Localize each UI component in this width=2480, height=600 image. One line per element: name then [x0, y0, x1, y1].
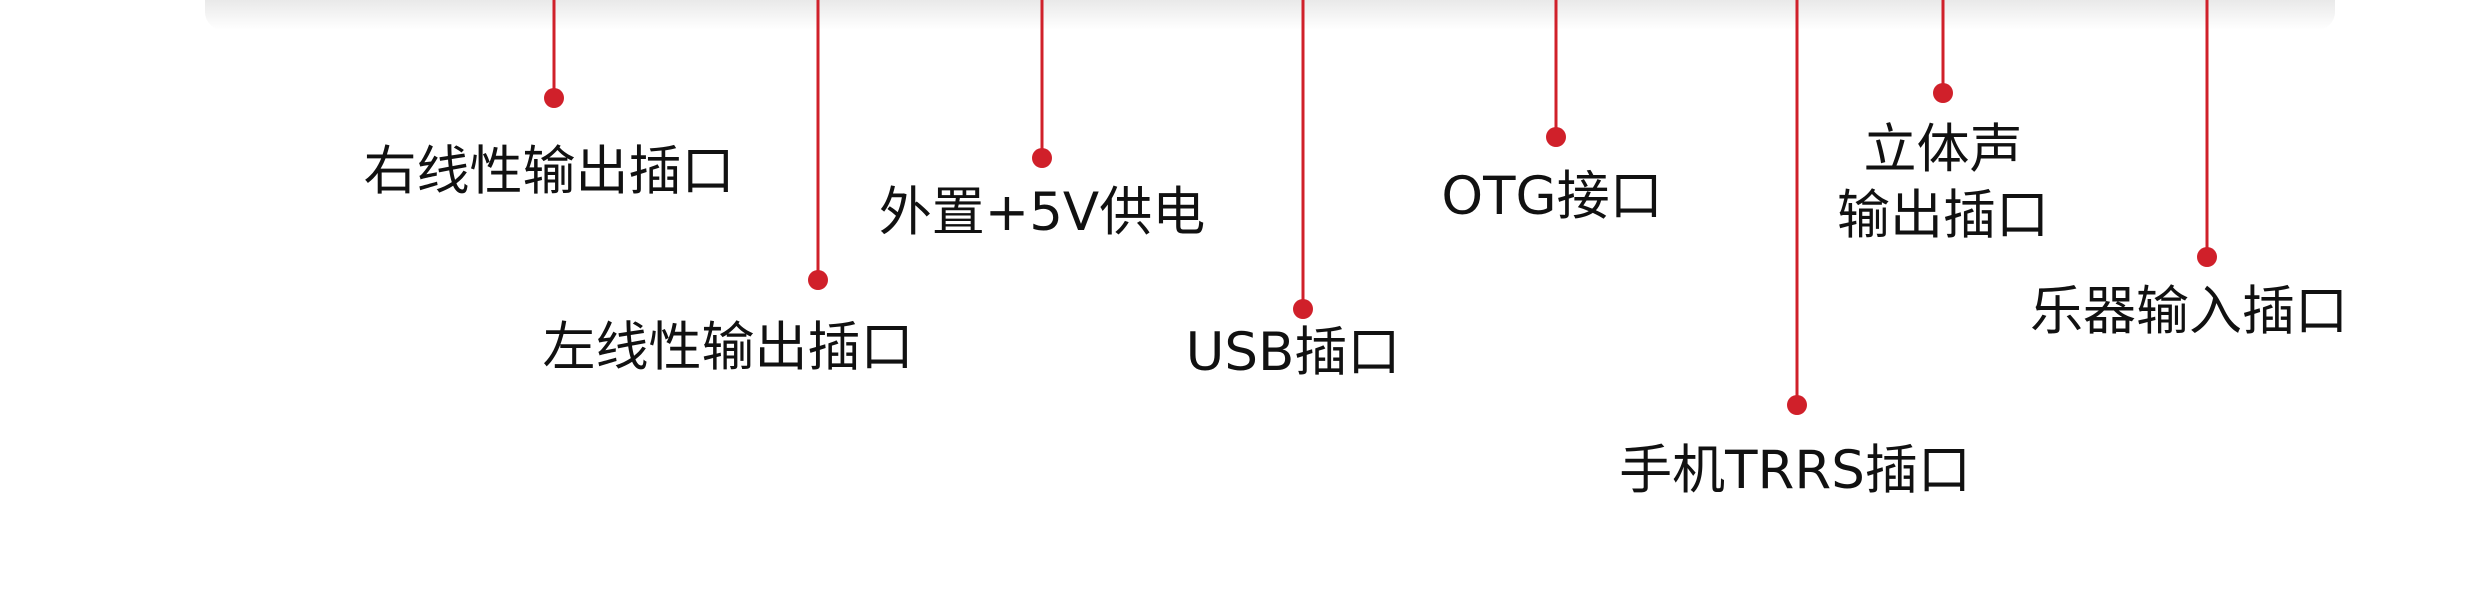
leader-dot-instrument-in [2197, 247, 2217, 267]
leader-dot-usb [1293, 299, 1313, 319]
label-stereo-out-line-2: 输出插口 [1837, 185, 2049, 246]
label-right-line-out: 右线性输出插口 [363, 141, 735, 202]
label-stereo-out-line-1: 立体声 [1863, 119, 2023, 180]
label-external-5v: 外置+5V供电 [878, 182, 1206, 243]
leader-dot-otg [1546, 127, 1566, 147]
device-bottom-edge [205, 0, 2335, 30]
leader-dot-left-line-out [808, 270, 828, 290]
label-otg: OTG接口 [1441, 166, 1663, 227]
label-usb: USB插口 [1185, 322, 1401, 383]
label-left-line-out: 左线性输出插口 [542, 317, 914, 378]
leader-dot-phone-trrs [1787, 395, 1807, 415]
label-phone-trrs: 手机TRRS插口 [1619, 440, 1971, 501]
leader-dot-right-line-out [544, 88, 564, 108]
label-instrument-in: 乐器输入插口 [2030, 281, 2348, 342]
label-stereo-out: 立体声 输出插口 [1837, 117, 2049, 249]
leader-dot-stereo-out [1933, 83, 1953, 103]
leader-dot-external-5v [1032, 148, 1052, 168]
